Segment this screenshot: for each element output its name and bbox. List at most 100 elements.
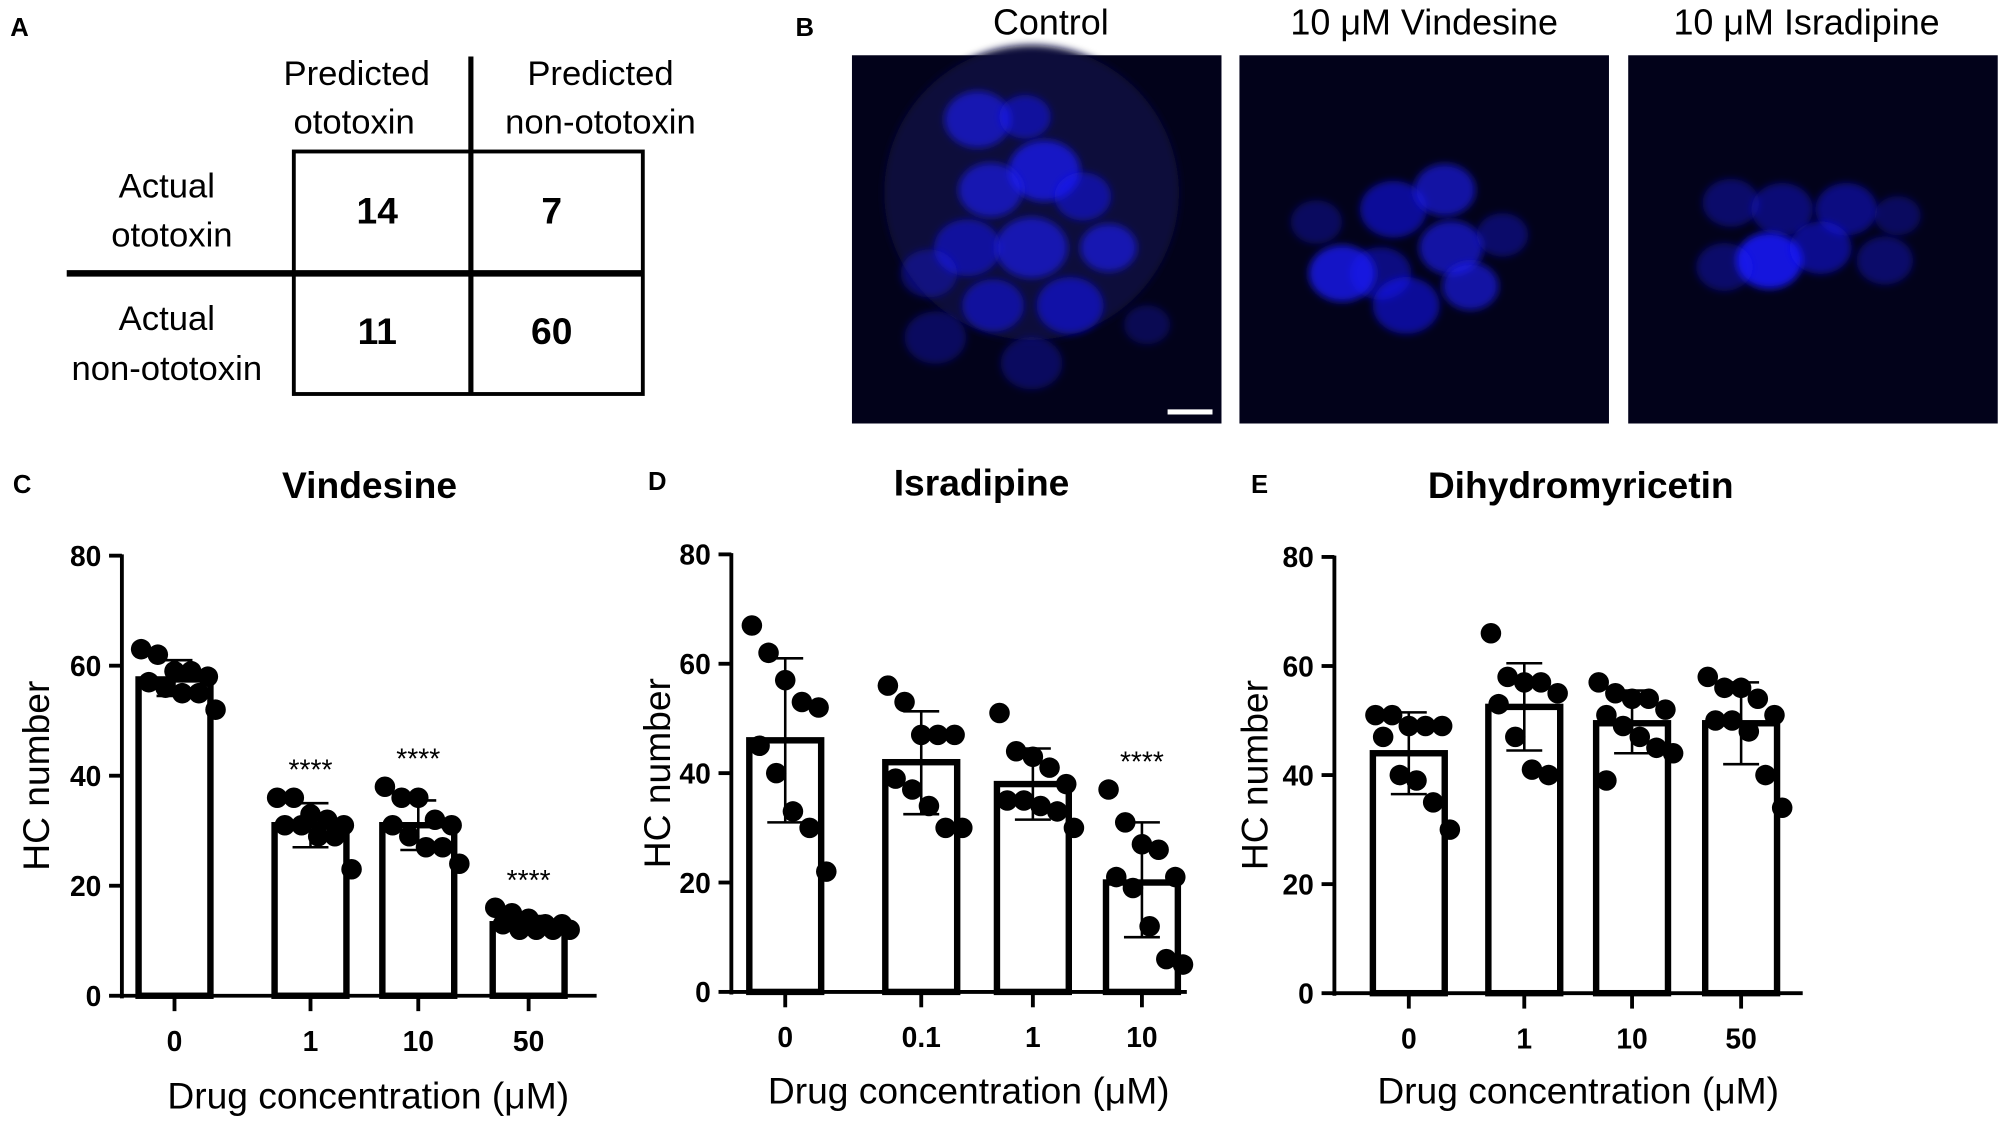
y-tick-label: 0 — [1298, 977, 1314, 1009]
data-point — [509, 919, 530, 941]
data-point — [266, 787, 288, 808]
data-point — [1139, 916, 1160, 937]
data-point — [996, 790, 1018, 811]
y-tick-label: 40 — [1282, 759, 1313, 791]
x-tick-label: 1 — [1516, 1022, 1532, 1054]
data-point — [1596, 704, 1617, 726]
data-point — [894, 691, 915, 713]
panel-label-d: D — [648, 468, 667, 496]
data-point — [291, 814, 312, 836]
data-point — [391, 787, 412, 808]
row-header-1-line2: ototoxin — [111, 216, 232, 254]
y-tick-label: 80 — [679, 539, 710, 571]
data-point — [307, 825, 329, 847]
x-tick-label: 10 — [403, 1025, 434, 1057]
cell-nucleus — [1419, 220, 1484, 275]
bar — [271, 822, 350, 999]
data-point — [1755, 764, 1776, 786]
data-point — [1122, 877, 1144, 899]
y-tick-label: 60 — [70, 650, 101, 682]
data-point — [1431, 715, 1453, 737]
data-point — [1612, 715, 1634, 737]
y-tick-label: 60 — [1282, 650, 1313, 682]
x-tick-label: 0 — [777, 1021, 793, 1053]
cell-nucleus — [904, 311, 967, 364]
data-point — [492, 913, 514, 935]
data-point — [782, 801, 804, 822]
image-title-vindesine: 10 μM Vindesine — [1290, 2, 1558, 43]
x-tick-label: 0.1 — [902, 1021, 941, 1053]
data-point — [1721, 710, 1743, 731]
significance-marker: **** — [507, 864, 551, 896]
cell-fn: 7 — [541, 189, 562, 231]
data-point — [1638, 688, 1660, 709]
data-point — [1521, 759, 1543, 780]
x-tick-label: 1 — [1025, 1021, 1041, 1053]
cell-nucleus — [1751, 183, 1813, 236]
data-point — [1605, 683, 1626, 704]
data-point — [1415, 715, 1436, 737]
data-point — [1406, 770, 1427, 791]
data-point — [1705, 710, 1726, 731]
panel-label-c: C — [13, 471, 32, 499]
y-tick-label: 20 — [679, 867, 710, 899]
data-point — [1588, 672, 1609, 693]
cell-nucleus — [995, 217, 1068, 279]
data-point — [1697, 666, 1719, 688]
data-point — [1046, 801, 1068, 822]
bar — [1485, 703, 1564, 997]
data-point — [1106, 866, 1127, 888]
data-point — [283, 787, 305, 808]
data-point — [130, 638, 152, 660]
data-point — [816, 861, 837, 882]
bar — [1592, 720, 1672, 997]
data-point — [441, 814, 462, 836]
row-header-2-line1: Actual — [119, 300, 215, 338]
data-point — [944, 724, 965, 746]
data-point — [741, 615, 763, 636]
cell-nucleus — [1696, 242, 1753, 291]
data-point — [205, 699, 226, 720]
data-point — [1662, 742, 1684, 764]
data-point — [1439, 819, 1461, 840]
data-point — [1365, 704, 1386, 726]
panel-label-b: B — [796, 14, 815, 42]
data-point — [1547, 683, 1568, 704]
y-tick-label: 80 — [1282, 541, 1313, 573]
image-title-control: Control — [993, 2, 1109, 43]
data-point — [197, 666, 219, 687]
data-point — [1389, 764, 1411, 786]
cell-nucleus — [1290, 200, 1343, 244]
cell-nucleus — [1442, 262, 1499, 311]
cell-fp: 11 — [358, 310, 397, 352]
data-point — [1063, 817, 1085, 839]
x-tick-label: 1 — [303, 1025, 319, 1057]
data-point — [1738, 721, 1760, 742]
x-axis-label: Drug concentration (μM) — [768, 1070, 1170, 1112]
data-point — [432, 836, 453, 858]
data-point — [901, 779, 923, 800]
panel-label-e: E — [1251, 471, 1268, 499]
y-tick-label: 20 — [1282, 868, 1313, 900]
x-tick-label: 10 — [1616, 1022, 1647, 1054]
data-point — [1480, 623, 1502, 644]
y-tick-label: 0 — [86, 980, 102, 1012]
data-point — [180, 660, 202, 682]
data-point — [765, 762, 787, 784]
y-axis-label: HC number — [1234, 680, 1276, 870]
data-point — [1156, 948, 1177, 970]
microscopy-image-vindesine — [1239, 55, 1609, 424]
data-point — [138, 671, 160, 693]
cell-nucleus — [1815, 183, 1878, 236]
data-point — [927, 724, 949, 746]
cell-nucleus — [1080, 223, 1137, 272]
data-point — [449, 853, 470, 874]
y-tick-label: 40 — [679, 757, 710, 789]
cell-tp: 14 — [357, 189, 399, 231]
data-point — [382, 814, 403, 836]
x-tick-label: 50 — [513, 1025, 544, 1057]
panel-label-a: A — [10, 14, 29, 42]
x-tick-label: 0 — [1401, 1022, 1417, 1054]
